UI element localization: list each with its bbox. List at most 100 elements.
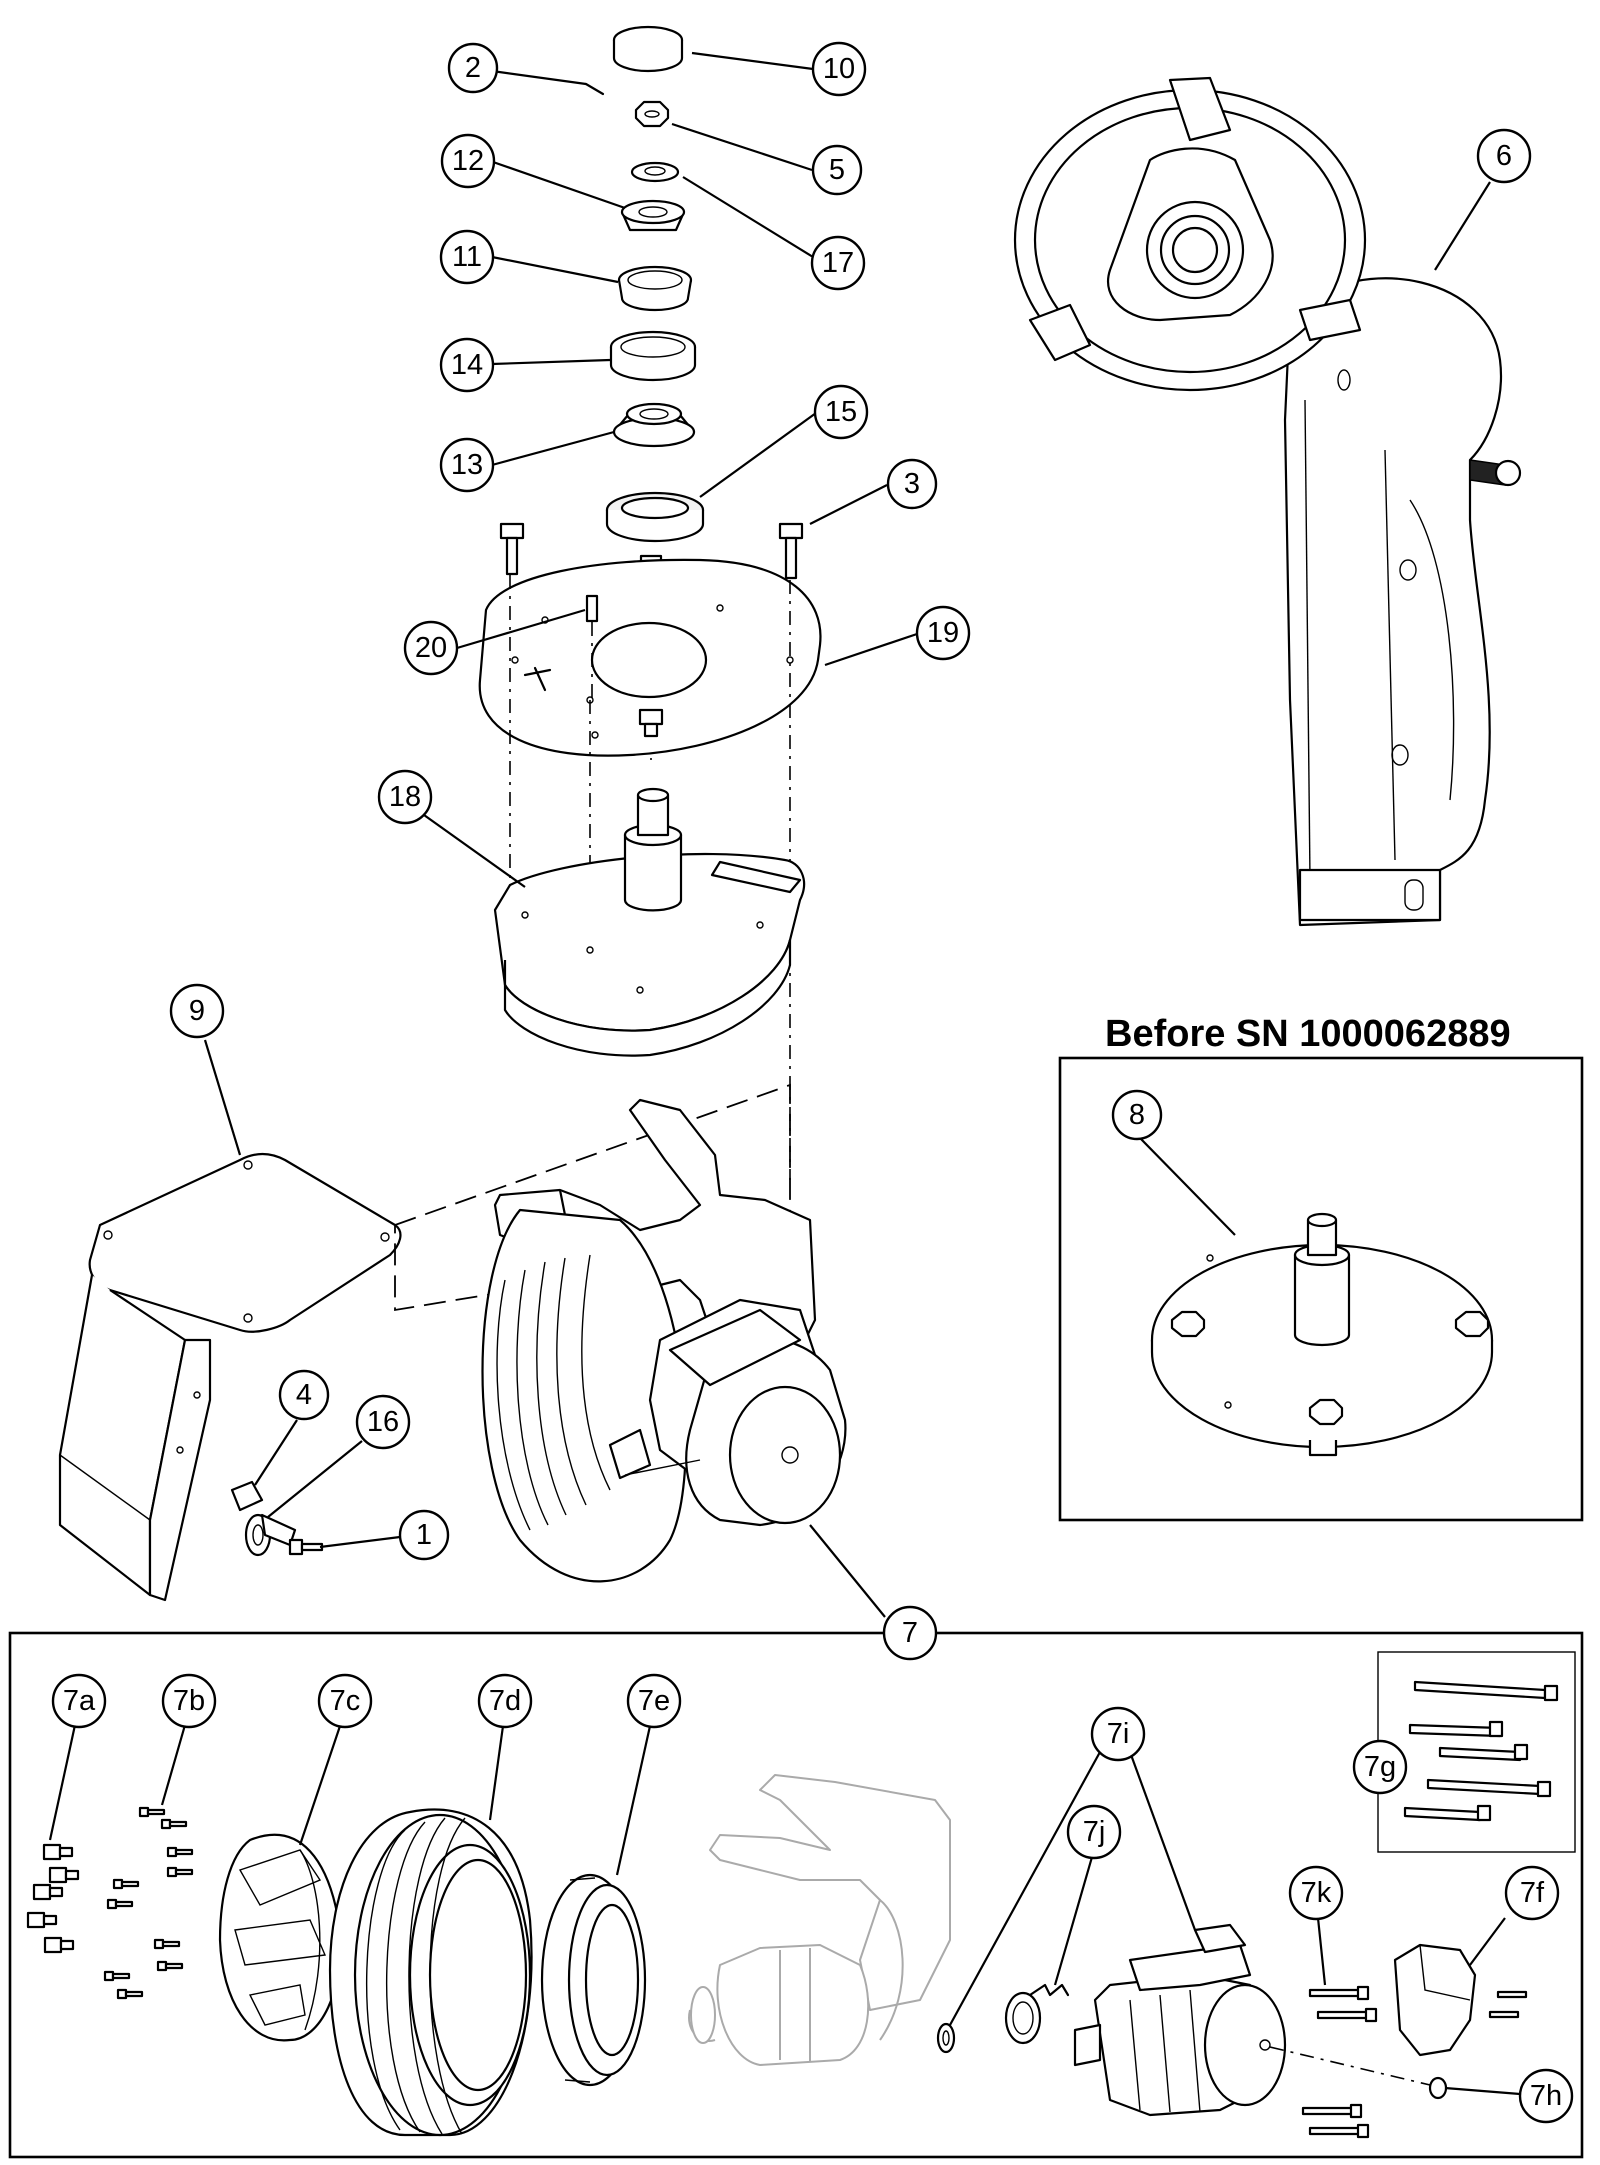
callout-7c: 7c [317, 1673, 373, 1729]
inset-frame [1058, 1056, 1584, 1522]
bearing-part-7e [540, 1873, 647, 2087]
svg-text:6: 6 [1496, 140, 1512, 172]
svg-text:19: 19 [927, 617, 959, 649]
callout-7b: 7b [161, 1673, 217, 1729]
svg-text:13: 13 [451, 449, 483, 481]
svg-text:9: 9 [189, 995, 205, 1027]
callout-5: 5 [811, 144, 863, 196]
screws-part-7b [103, 1806, 194, 2000]
svg-text:18: 18 [389, 781, 421, 813]
svg-text:3: 3 [904, 468, 920, 500]
clip-part-4 [230, 1480, 264, 1512]
callout-7i: 7i [1090, 1706, 1146, 1762]
callout-7e: 7e [626, 1673, 682, 1729]
spring-part-7j [1004, 1983, 1070, 2045]
drive-unit-part-7 [481, 1098, 847, 1583]
callout-14: 14 [439, 337, 495, 393]
cable-clamp-part-16 [244, 1513, 297, 1557]
callout-7a: 7a [51, 1673, 107, 1729]
svg-text:8: 8 [1129, 1099, 1145, 1131]
callout-16: 16 [355, 1394, 411, 1450]
callout-7: 7 [882, 1605, 938, 1661]
cover-part-7f [1393, 1943, 1528, 2057]
svg-text:15: 15 [825, 396, 857, 428]
dowel-pin-part-20 [585, 594, 599, 700]
washer-part-17 [630, 161, 680, 183]
cotter-pin-part-2 [584, 82, 605, 96]
callout-1: 1 [398, 1509, 450, 1561]
leader-lines [48, 51, 1521, 2096]
tire-part-7d [328, 1808, 533, 2137]
callout-17: 17 [810, 235, 866, 291]
dust-cap-part-10 [612, 25, 684, 73]
svg-text:16: 16 [367, 1406, 399, 1438]
svg-text:7d: 7d [489, 1685, 521, 1717]
spindle-plate-part-8 [1150, 1212, 1494, 1457]
screw-part-1 [288, 1538, 324, 1556]
svg-text:5: 5 [829, 154, 845, 186]
snap-ring-part-7i [936, 2022, 956, 2054]
motor-assembly [1073, 1923, 1287, 2117]
svg-text:7h: 7h [1530, 2080, 1562, 2112]
drive-unit-detail-frame [8, 1631, 1584, 2159]
callout-2: 2 [447, 42, 499, 94]
svg-text:11: 11 [452, 241, 482, 273]
svg-text:1: 1 [416, 1519, 432, 1551]
svg-text:7a: 7a [63, 1685, 96, 1717]
callout-12: 12 [440, 133, 496, 189]
callout-7g: 7g [1352, 1739, 1408, 1795]
seal-part-15 [605, 491, 705, 543]
callout-20: 20 [403, 620, 459, 676]
callout-7h: 7h [1518, 2068, 1574, 2124]
svg-text:7i: 7i [1107, 1718, 1130, 1750]
bolt-part-3 [778, 522, 804, 580]
bearing-cup-part-14 [609, 330, 697, 382]
bolt-left [499, 522, 525, 576]
svg-text:7k: 7k [1301, 1877, 1332, 1909]
spindle-plate-part-18 [493, 787, 806, 1057]
svg-text:12: 12 [452, 145, 484, 177]
drive-housing-reference [688, 1774, 951, 2066]
callout-8: 8 [1111, 1089, 1163, 1141]
svg-text:10: 10 [823, 53, 855, 85]
hub-cover-part-7c [218, 1833, 342, 2042]
svg-text:7e: 7e [638, 1685, 670, 1717]
svg-text:14: 14 [451, 349, 483, 381]
bearing-cone-part-12 [620, 199, 686, 232]
callout-15: 15 [813, 384, 869, 440]
inset-title: Before SN 1000062889 [1105, 1013, 1511, 1055]
steering-head-part-6 [1013, 76, 1522, 927]
callout-7d: 7d [477, 1673, 533, 1729]
svg-text:7b: 7b [173, 1685, 205, 1717]
svg-text:7: 7 [902, 1617, 918, 1649]
fender-part-9 [58, 1152, 402, 1602]
svg-text:17: 17 [822, 247, 854, 279]
callout-9: 9 [169, 983, 225, 1039]
castle-nut-part-5 [634, 100, 670, 128]
callout-7j: 7j [1066, 1804, 1122, 1860]
long-bolts-part-7g [1403, 1680, 1559, 1822]
plug-part-7h [1428, 2076, 1448, 2100]
callout-3: 3 [886, 458, 938, 510]
callout-7f: 7f [1504, 1865, 1560, 1921]
svg-text:7f: 7f [1520, 1877, 1545, 1909]
svg-text:7j: 7j [1083, 1816, 1106, 1848]
svg-text:7c: 7c [330, 1685, 361, 1717]
callout-13: 13 [439, 437, 495, 493]
plate-nut [638, 708, 664, 738]
callout-6: 6 [1476, 128, 1532, 184]
callout-11: 11 [439, 229, 495, 285]
bearing-cup-part-11 [617, 265, 693, 312]
svg-text:20: 20 [415, 632, 447, 664]
svg-text:2: 2 [465, 52, 481, 84]
bolts-part-7k [1301, 1985, 1378, 2139]
callout-18: 18 [377, 769, 433, 825]
callout-19: 19 [915, 605, 971, 661]
mounting-plate-part-19 [478, 558, 822, 757]
bearing-cone-part-13 [612, 402, 696, 448]
callout-7k: 7k [1288, 1865, 1344, 1921]
callout-4: 4 [278, 1369, 330, 1421]
svg-text:7g: 7g [1364, 1751, 1396, 1783]
bolts-part-7a [26, 1843, 80, 1954]
